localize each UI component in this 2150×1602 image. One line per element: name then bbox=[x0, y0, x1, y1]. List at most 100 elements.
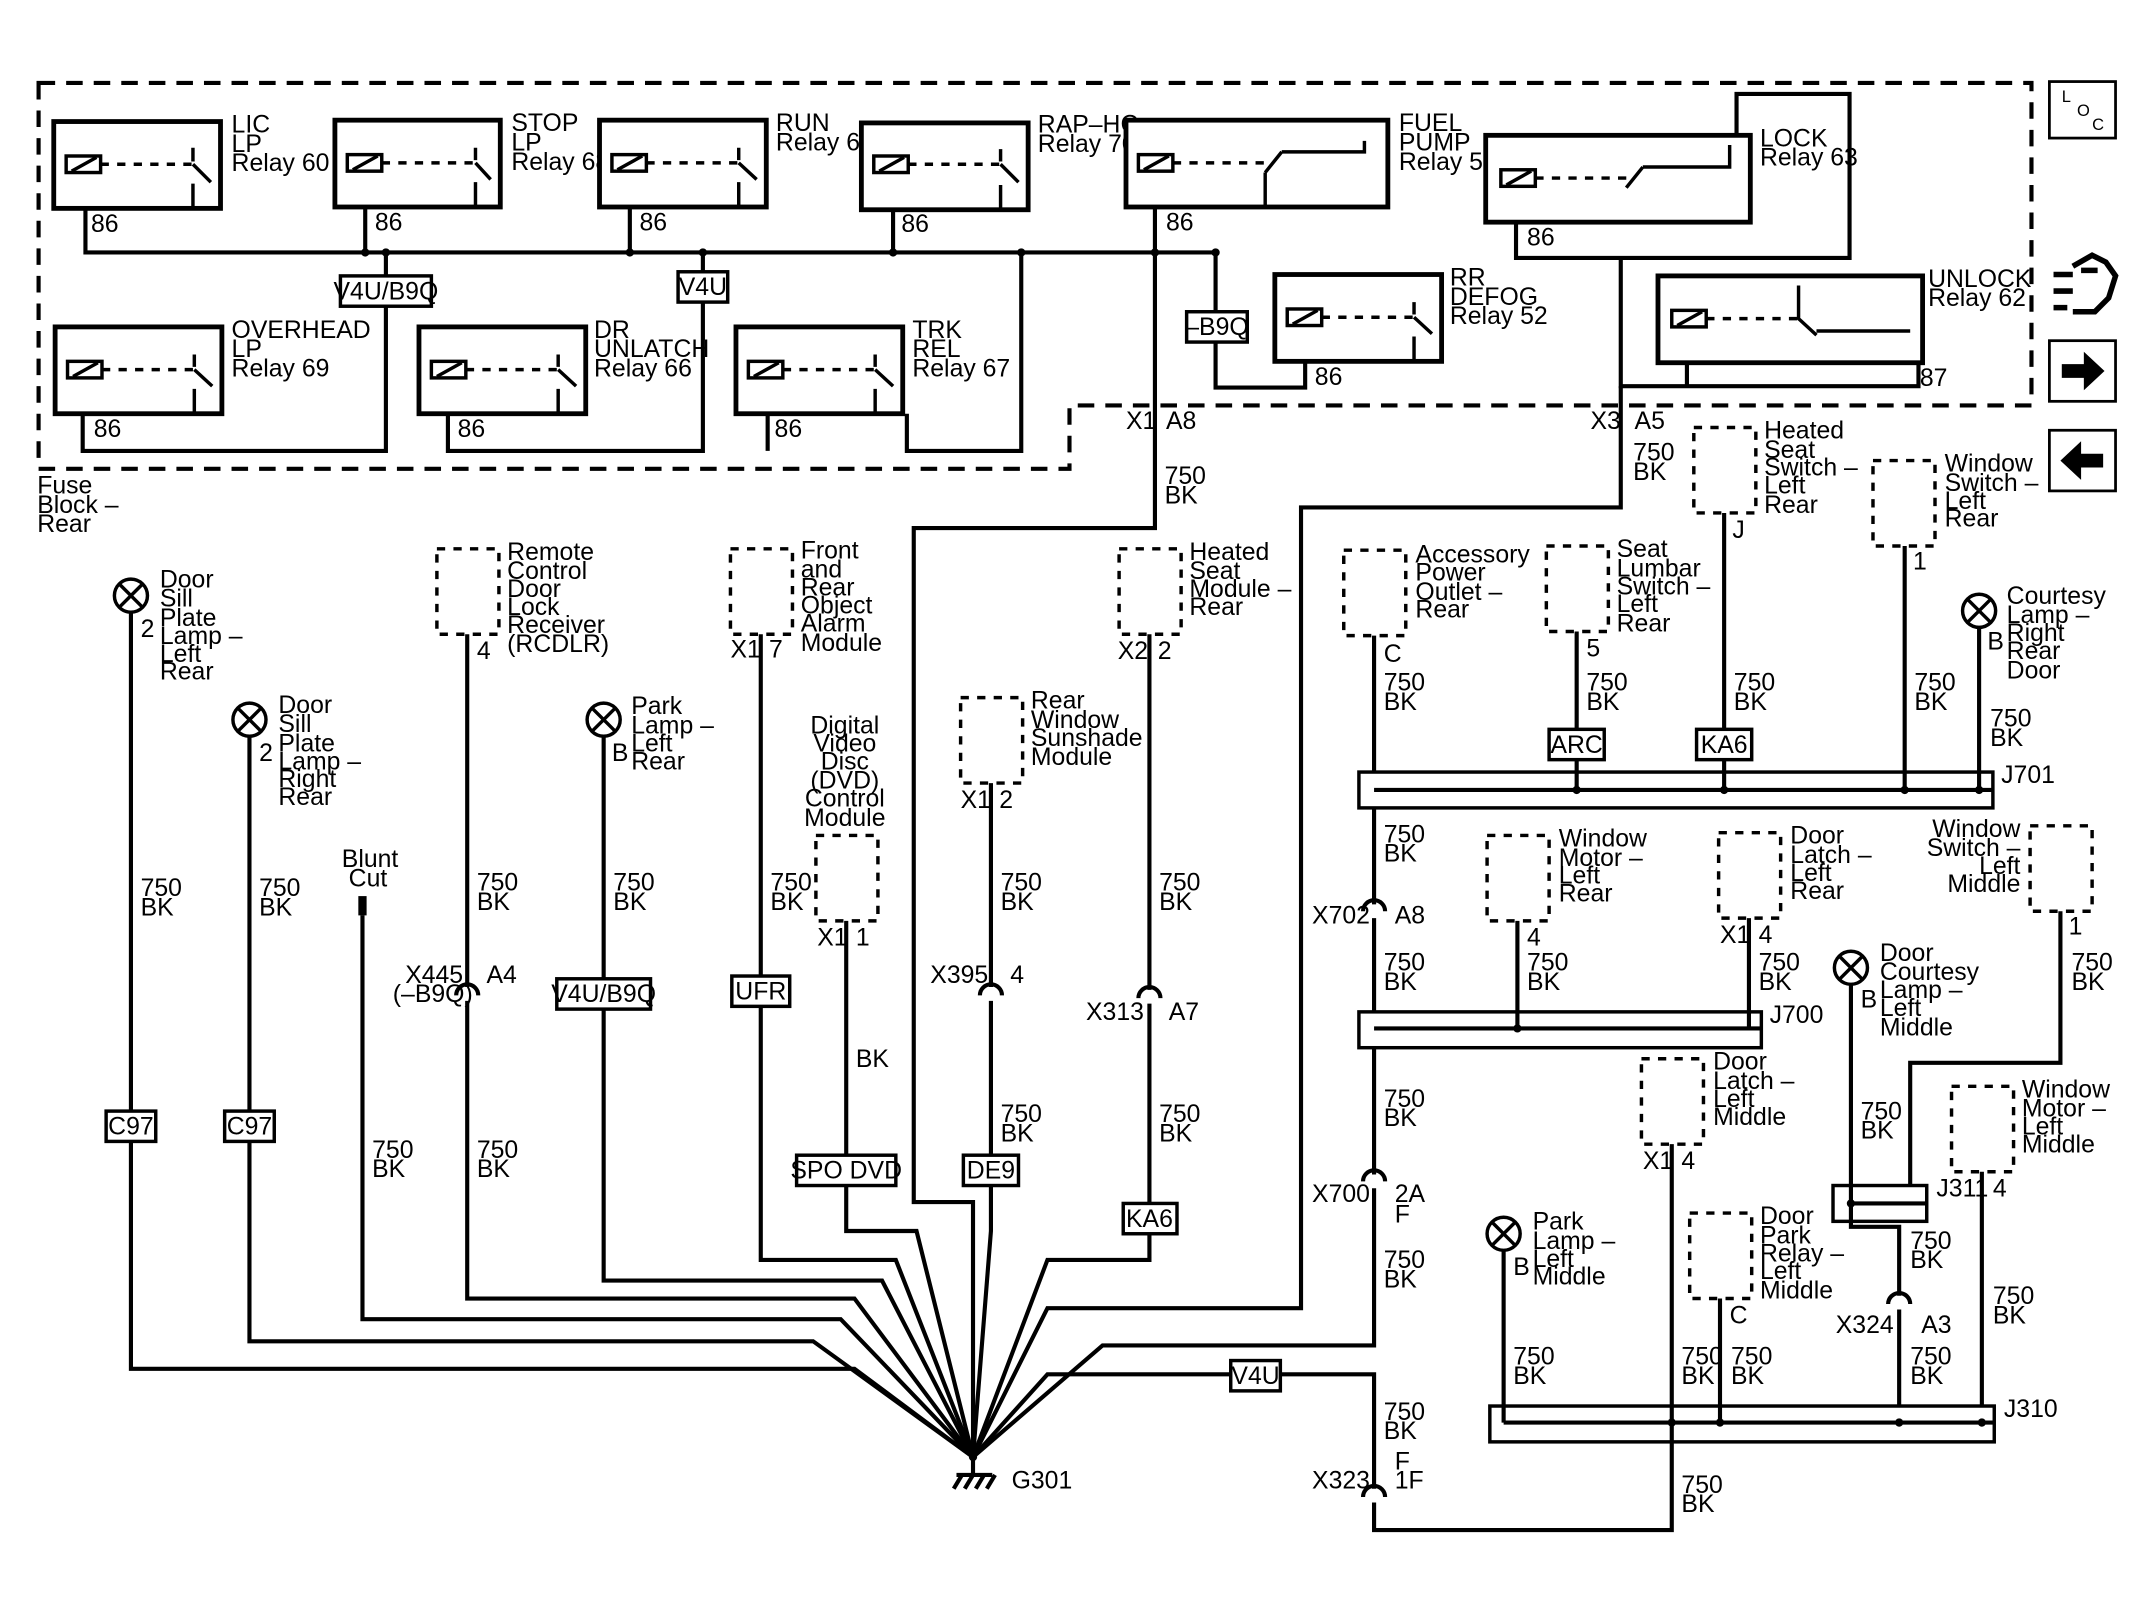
svg-text:X3: X3 bbox=[1590, 408, 1620, 435]
fuse-block-boundary bbox=[36, 80, 2034, 471]
splice-j701: J701 bbox=[1357, 762, 2055, 810]
svg-text:X323: X323 bbox=[1312, 1468, 1370, 1495]
svg-text:7: 7 bbox=[769, 637, 783, 664]
svg-text:X1: X1 bbox=[1643, 1148, 1673, 1175]
svg-text:F: F bbox=[1395, 1202, 1410, 1229]
svg-text:86: 86 bbox=[375, 209, 403, 236]
inline-connector-x323 bbox=[1360, 1483, 1388, 1498]
svg-text:B: B bbox=[1513, 1254, 1530, 1281]
svg-text:UFR: UFR bbox=[735, 978, 786, 1005]
option-tag-ufr: UFR bbox=[730, 974, 792, 1009]
svg-text:V4U: V4U bbox=[679, 274, 727, 301]
svg-text:X700: X700 bbox=[1312, 1181, 1370, 1208]
forward-button[interactable] bbox=[2048, 339, 2117, 403]
svg-text:4: 4 bbox=[1010, 962, 1024, 989]
svg-text:C97: C97 bbox=[227, 1114, 272, 1141]
svg-text:X1: X1 bbox=[961, 787, 991, 814]
svg-text:1: 1 bbox=[2069, 914, 2083, 941]
lock-relay-loop bbox=[1513, 91, 1852, 261]
connector-view-button[interactable] bbox=[2053, 252, 2119, 315]
svg-text:X313: X313 bbox=[1086, 999, 1144, 1026]
inline-connector-x700 bbox=[1360, 1168, 1388, 1182]
option-tag-ka6-module: KA6 bbox=[1121, 1201, 1179, 1236]
svg-text:X395: X395 bbox=[930, 962, 988, 989]
option-tag-spo-dvd: SPO DVD bbox=[790, 1153, 902, 1188]
svg-text:2: 2 bbox=[999, 787, 1013, 814]
svg-text:2: 2 bbox=[141, 616, 155, 643]
svg-text:B: B bbox=[612, 740, 629, 767]
svg-text:A8: A8 bbox=[1166, 408, 1196, 435]
svg-text:4: 4 bbox=[1527, 925, 1541, 952]
svg-text:J310: J310 bbox=[2004, 1396, 2058, 1423]
svg-text:A8: A8 bbox=[1395, 903, 1425, 930]
svg-text:J311: J311 bbox=[1936, 1176, 1988, 1203]
svg-text:SPO DVD: SPO DVD bbox=[790, 1158, 902, 1185]
svg-text:B: B bbox=[1861, 987, 1878, 1014]
svg-text:1F: 1F bbox=[1395, 1468, 1424, 1495]
svg-text:1: 1 bbox=[1913, 548, 1927, 575]
svg-text:2: 2 bbox=[259, 740, 273, 767]
svg-text:86: 86 bbox=[91, 211, 119, 238]
svg-text:KA6: KA6 bbox=[1126, 1206, 1173, 1233]
loc-button[interactable]: L O C bbox=[2048, 80, 2117, 140]
splice-j700: J700 bbox=[1357, 1002, 1823, 1050]
svg-text:F: F bbox=[1395, 1448, 1410, 1475]
wire-x3-a5-to-ground bbox=[971, 386, 1623, 1458]
svg-text:86: 86 bbox=[639, 209, 667, 236]
option-tag-c97-right: C97 bbox=[222, 1109, 276, 1144]
relay-ground-bus bbox=[83, 208, 1216, 255]
ground-icon bbox=[951, 1457, 997, 1490]
lamp-icon bbox=[1966, 598, 1992, 624]
svg-text:5: 5 bbox=[1586, 635, 1600, 662]
svg-text:86: 86 bbox=[94, 416, 122, 443]
svg-text:A7: A7 bbox=[1169, 999, 1199, 1026]
lamp-icon bbox=[1491, 1221, 1516, 1247]
svg-text:V4U: V4U bbox=[1231, 1363, 1279, 1390]
back-button[interactable] bbox=[2048, 428, 2117, 493]
lamp-icon bbox=[118, 583, 144, 608]
svg-text:1: 1 bbox=[856, 925, 870, 952]
svg-text:C: C bbox=[2092, 115, 2104, 134]
